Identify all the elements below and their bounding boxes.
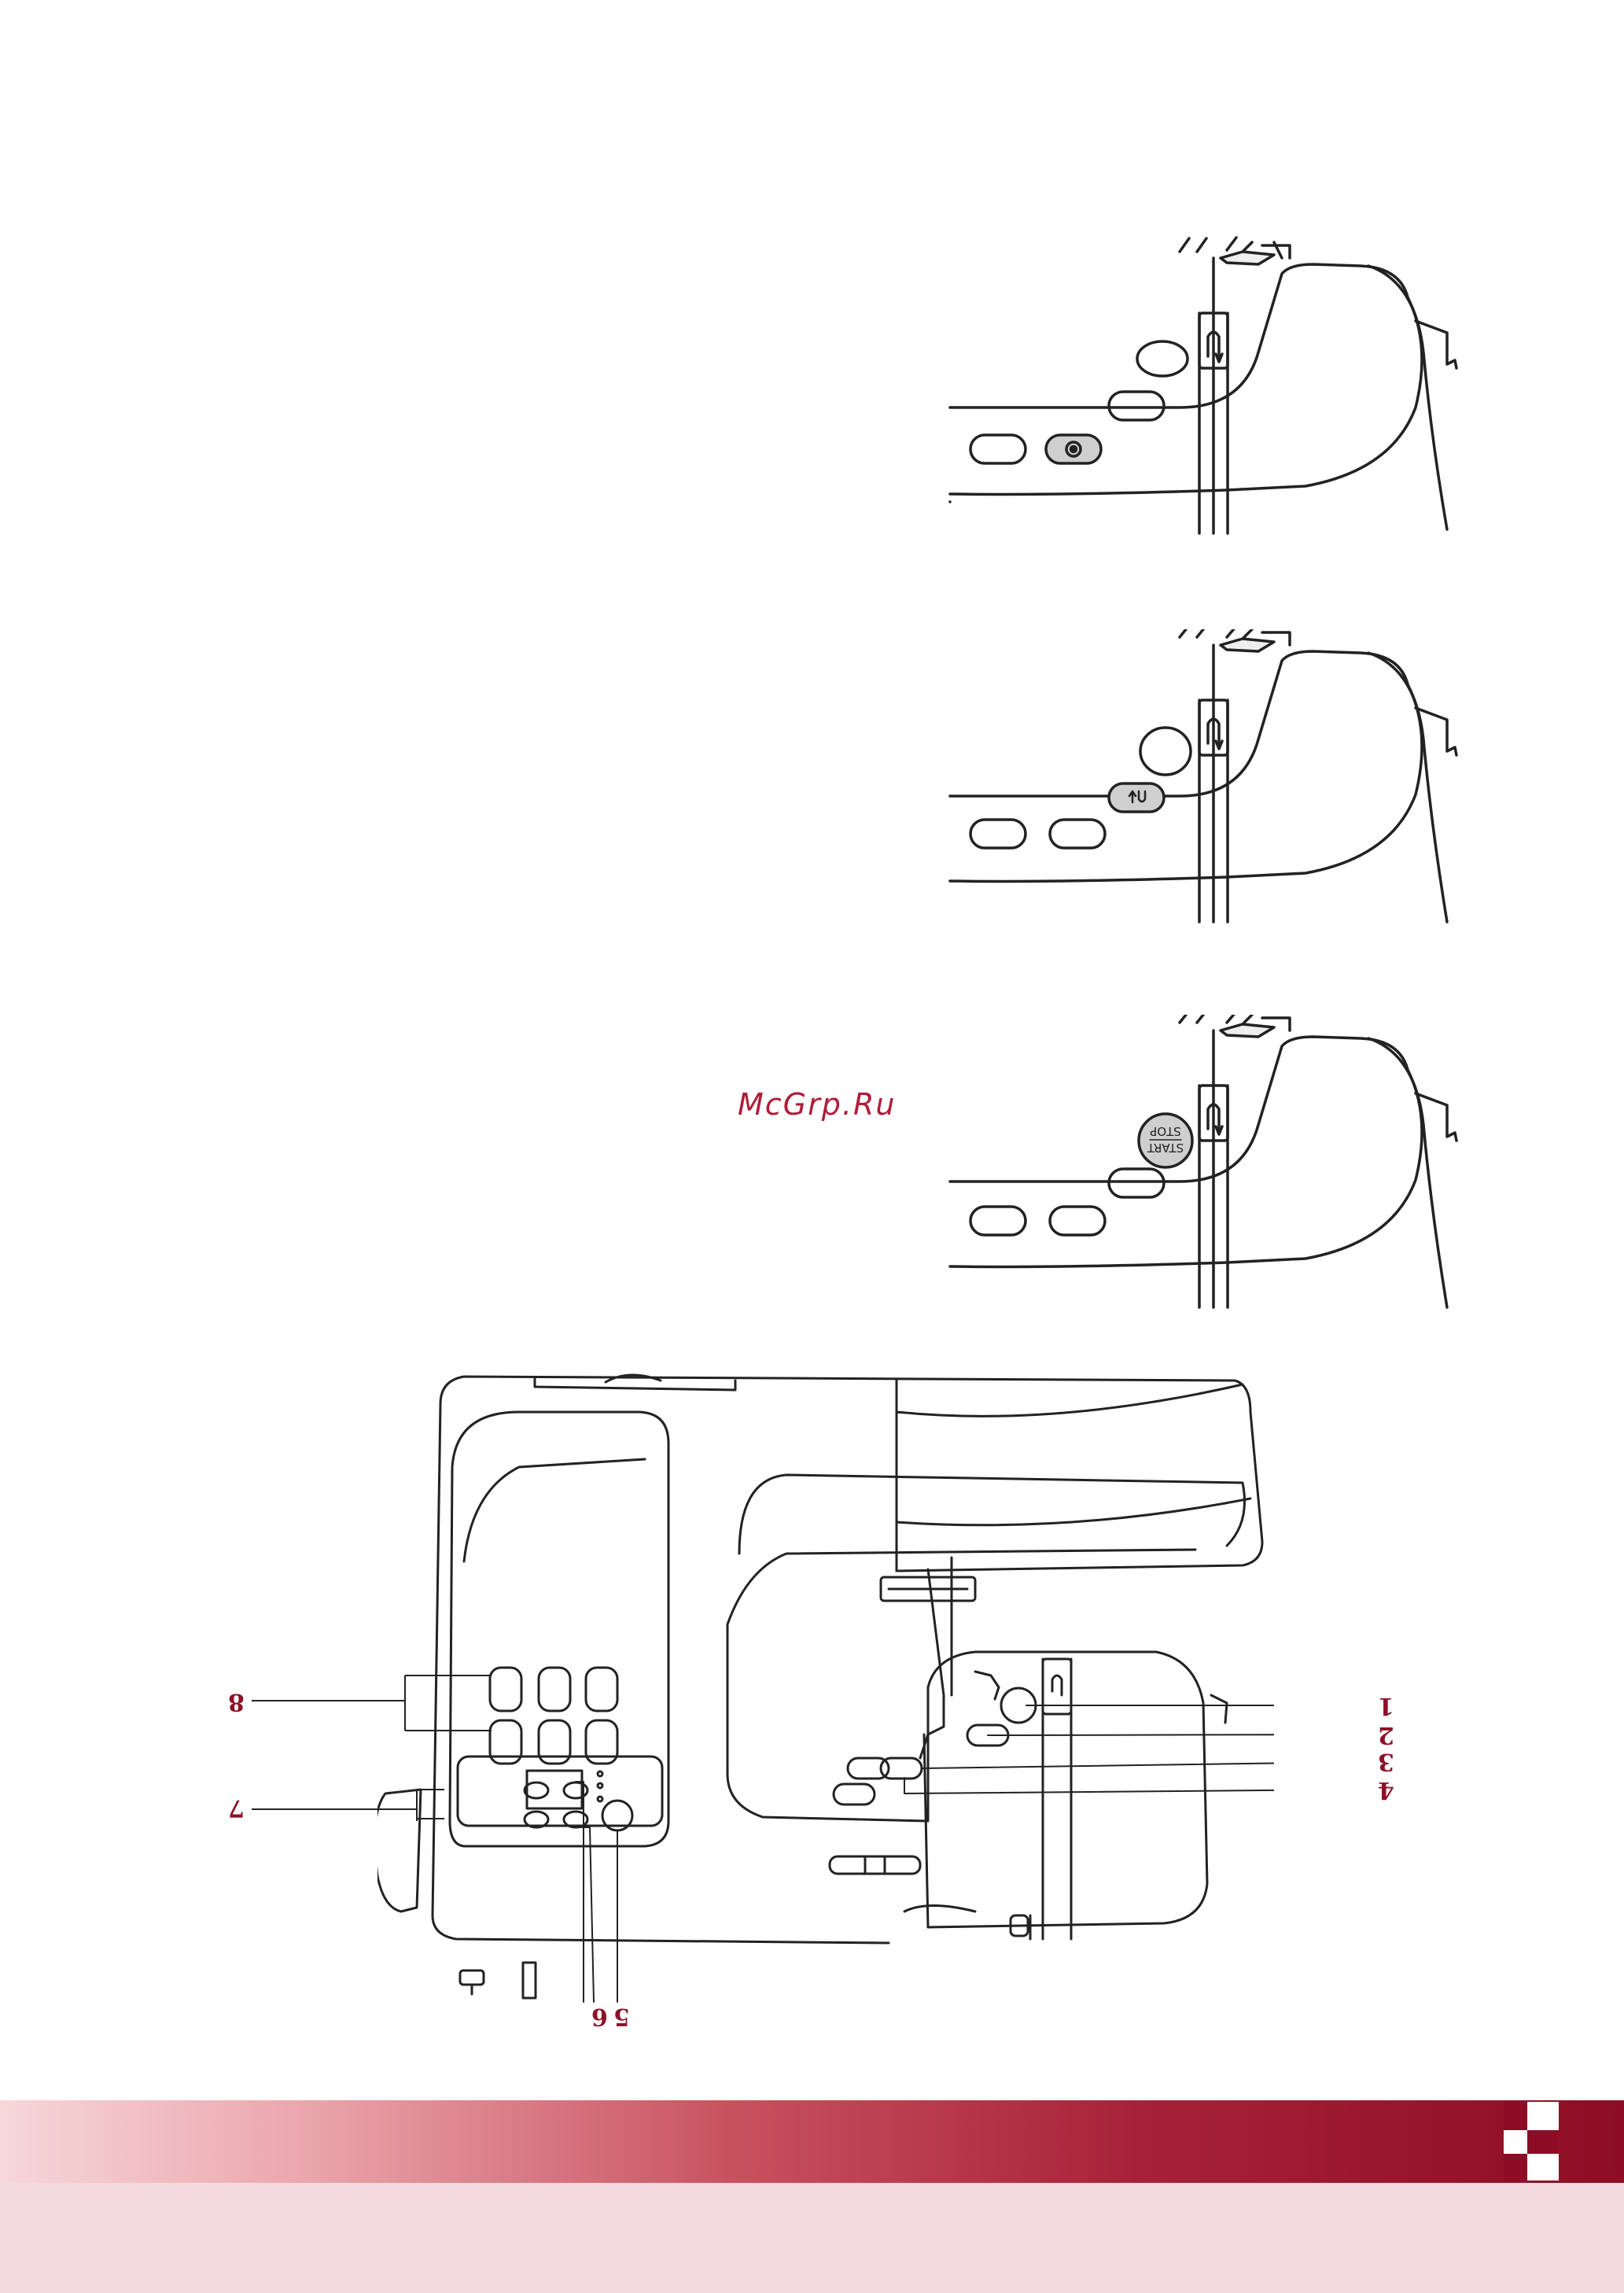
callout-4: 4 <box>1378 1778 1394 1801</box>
checker-logo-icon <box>1504 2102 1559 2181</box>
callout-3: 3 <box>1378 1749 1394 1773</box>
callout-leaders-left <box>236 1652 551 1856</box>
start-label: START <box>1147 1141 1184 1155</box>
watermark: McGrp.Ru <box>738 1087 896 1122</box>
machine-head-panel-2 <box>944 629 1463 930</box>
pattern-key <box>586 1668 617 1711</box>
reverse-button <box>1109 783 1164 812</box>
footer-gradient-band <box>0 2100 1624 2183</box>
stop-label: STOP <box>1150 1124 1181 1138</box>
callout-7: 7 <box>228 1796 245 1819</box>
footer-pale-band <box>0 2183 1624 2293</box>
callout-5: 5 <box>613 2004 630 2028</box>
machine-head-panel-3: START STOP <box>944 1015 1463 1315</box>
callout-2: 2 <box>1378 1723 1394 1746</box>
machine-head-panel-1 <box>944 234 1463 535</box>
start-stop-button <box>1139 1114 1192 1167</box>
callout-6: 6 <box>591 2004 608 2028</box>
callout-1: 1 <box>1378 1694 1394 1717</box>
callout-8: 8 <box>228 1690 245 1713</box>
